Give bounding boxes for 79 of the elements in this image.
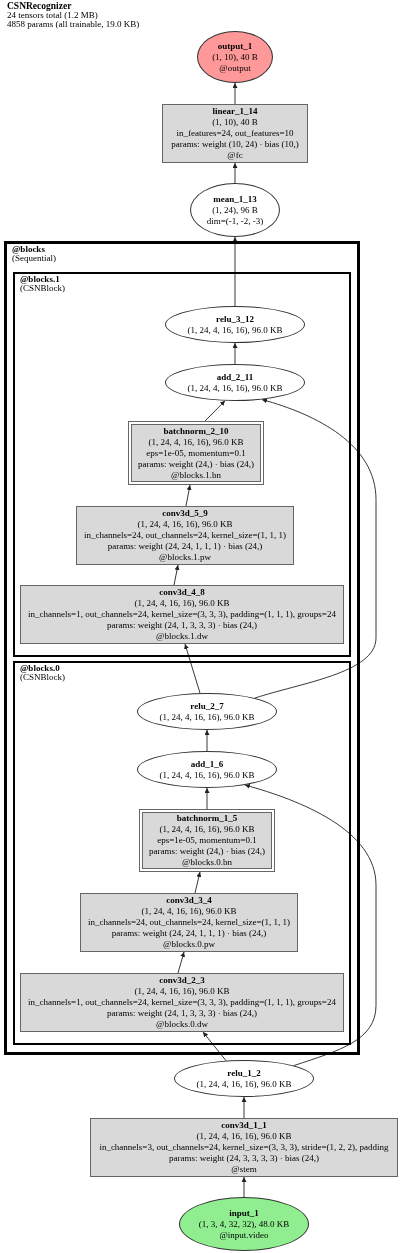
node-title: batchnorm_2_10 <box>163 425 229 437</box>
node-detail: (1, 24, 4, 16, 16), 96.0 KB <box>159 711 255 723</box>
layer-box <box>90 1118 398 1177</box>
layer-box <box>20 973 344 1032</box>
node-detail: params: weight (10, 24) · bias (10,) <box>171 139 299 150</box>
node-detail: dim=(-1, -2, -3) <box>206 215 264 227</box>
summary-line: 24 tensors total (1.2 MB) <box>7 11 98 20</box>
node-detail: @blocks.1.bn <box>171 469 221 481</box>
module-frame <box>4 241 360 1055</box>
node-detail: (1, 24, 4, 16, 16), 96.0 KB <box>148 436 244 448</box>
node-title: conv3d_5_9 <box>162 508 208 519</box>
node-detail: (1, 24, 4, 16, 16), 96.0 KB <box>134 598 230 609</box>
module-frame <box>13 661 351 1045</box>
node-detail: params: weight (24, 24, 1, 1, 1) · bias (24,) <box>111 928 267 939</box>
layer-box <box>139 809 275 872</box>
node-detail: in_channels=1, out_channels=24, kernel_size=(3, 3, 3), padding=(1, 1, 1), groups=24 <box>28 609 336 620</box>
group-title: @blocks.0 <box>20 664 60 673</box>
group-subtitle: (Sequential) <box>12 253 56 262</box>
node-detail: @blocks.0.pw <box>163 939 215 950</box>
node-detail: (1, 10), 40 B <box>212 51 258 63</box>
node-title: relu_3_12 <box>216 313 254 325</box>
node-detail: params: weight (24, 24, 1, 1, 1) · bias (24,) <box>107 541 263 552</box>
node-detail: (1, 24, 4, 16, 16), 96.0 KB <box>159 769 255 781</box>
node-detail: in_channels=24, out_channels=24, kernel_size=(1, 1, 1) <box>83 530 287 541</box>
node-detail: (1, 3, 4, 32, 32), 48.0 KB <box>198 1218 290 1230</box>
node-title: add_1_6 <box>190 758 224 770</box>
node-detail: @blocks.1.pw <box>159 552 211 563</box>
layer-box <box>162 104 308 163</box>
node-title: linear_1_14 <box>212 106 258 117</box>
node-title: conv3d_3_4 <box>166 895 212 906</box>
node-title: conv3d_1_1 <box>221 1120 267 1131</box>
layer-box <box>76 506 294 565</box>
module-frame <box>13 272 351 657</box>
node-detail: params: weight (24, 1, 3, 3, 3) · bias (24,) <box>107 620 257 631</box>
node-detail: params: weight (24,) · bias (24,) <box>137 458 255 470</box>
node-title: batchnorm_1_5 <box>176 813 238 824</box>
node-detail: eps=1e-05, momentum=0.1 <box>146 447 246 459</box>
node-detail: in_channels=1, out_channels=24, kernel_size=(3, 3, 3), padding=(1, 1, 1), groups=24 <box>28 997 336 1008</box>
node-title: relu_2_7 <box>190 700 224 712</box>
node-title: mean_1_13 <box>213 193 257 205</box>
layer-box <box>20 585 344 644</box>
node-detail: @stem <box>231 1164 257 1175</box>
node-detail: @blocks.0.bn <box>182 857 232 868</box>
node-detail: (1, 24, 4, 16, 16), 96.0 KB <box>134 986 230 997</box>
node-detail: (1, 24, 4, 16, 16), 96.0 KB <box>159 824 255 835</box>
node-detail: @input.video <box>219 1229 269 1241</box>
group-subtitle: (CSNBlock) <box>20 672 65 681</box>
node-detail: @blocks.1.dw <box>156 631 208 642</box>
node-detail: (1, 24, 4, 16, 16), 96.0 KB <box>187 324 283 336</box>
node-detail: in_channels=3, out_channels=24, kernel_size=(3, 3, 3), stride=(1, 2, 2), padding <box>99 1142 389 1153</box>
group-subtitle: (CSNBlock) <box>20 283 65 292</box>
node-detail: in_features=24, out_features=10 <box>176 128 294 139</box>
node-title: conv3d_4_8 <box>159 587 205 598</box>
group-title: @blocks.1 <box>20 275 60 284</box>
node-detail: (1, 24, 4, 16, 16), 96.0 KB <box>196 1078 292 1090</box>
node-detail: (1, 24, 4, 16, 16), 96.0 KB <box>187 382 283 394</box>
node-detail: (1, 24, 4, 16, 16), 96.0 KB <box>137 519 233 530</box>
node-detail: @fc <box>227 150 243 161</box>
node-detail: @output <box>219 62 251 74</box>
node-title: add_2_11 <box>216 371 254 383</box>
node-detail: in_channels=24, out_channels=24, kernel_size=(1, 1, 1) <box>87 917 291 928</box>
node-detail: @blocks.0.dw <box>156 1019 208 1030</box>
node-detail: params: weight (24,) · bias (24,) <box>148 846 266 857</box>
node-detail: params: weight (24, 1, 3, 3, 3) · bias (24,) <box>107 1008 257 1019</box>
node-detail: eps=1e-05, momentum=0.1 <box>157 835 257 846</box>
diagram-title: CSNRecognizer <box>7 2 72 11</box>
node-detail: (1, 10), 40 B <box>212 117 258 128</box>
node-title: conv3d_2_3 <box>159 975 205 986</box>
node-title: output_1 <box>217 40 253 52</box>
layer-box <box>128 421 264 485</box>
node-title: relu_1_2 <box>227 1067 261 1079</box>
layer-box <box>80 893 298 952</box>
group-title: @blocks <box>12 245 45 254</box>
summary-line: 4858 params (all trainable, 19.0 KB) <box>7 19 140 28</box>
node-detail: (1, 24, 4, 16, 16), 96.0 KB <box>196 1131 292 1142</box>
node-detail: params: weight (24, 3, 3, 3, 3) · bias (24,) <box>169 1153 319 1164</box>
node-detail: (1, 24), 96 B <box>212 204 258 216</box>
node-detail: (1, 24, 4, 16, 16), 96.0 KB <box>141 906 237 917</box>
node-title: input_1 <box>229 1207 259 1219</box>
